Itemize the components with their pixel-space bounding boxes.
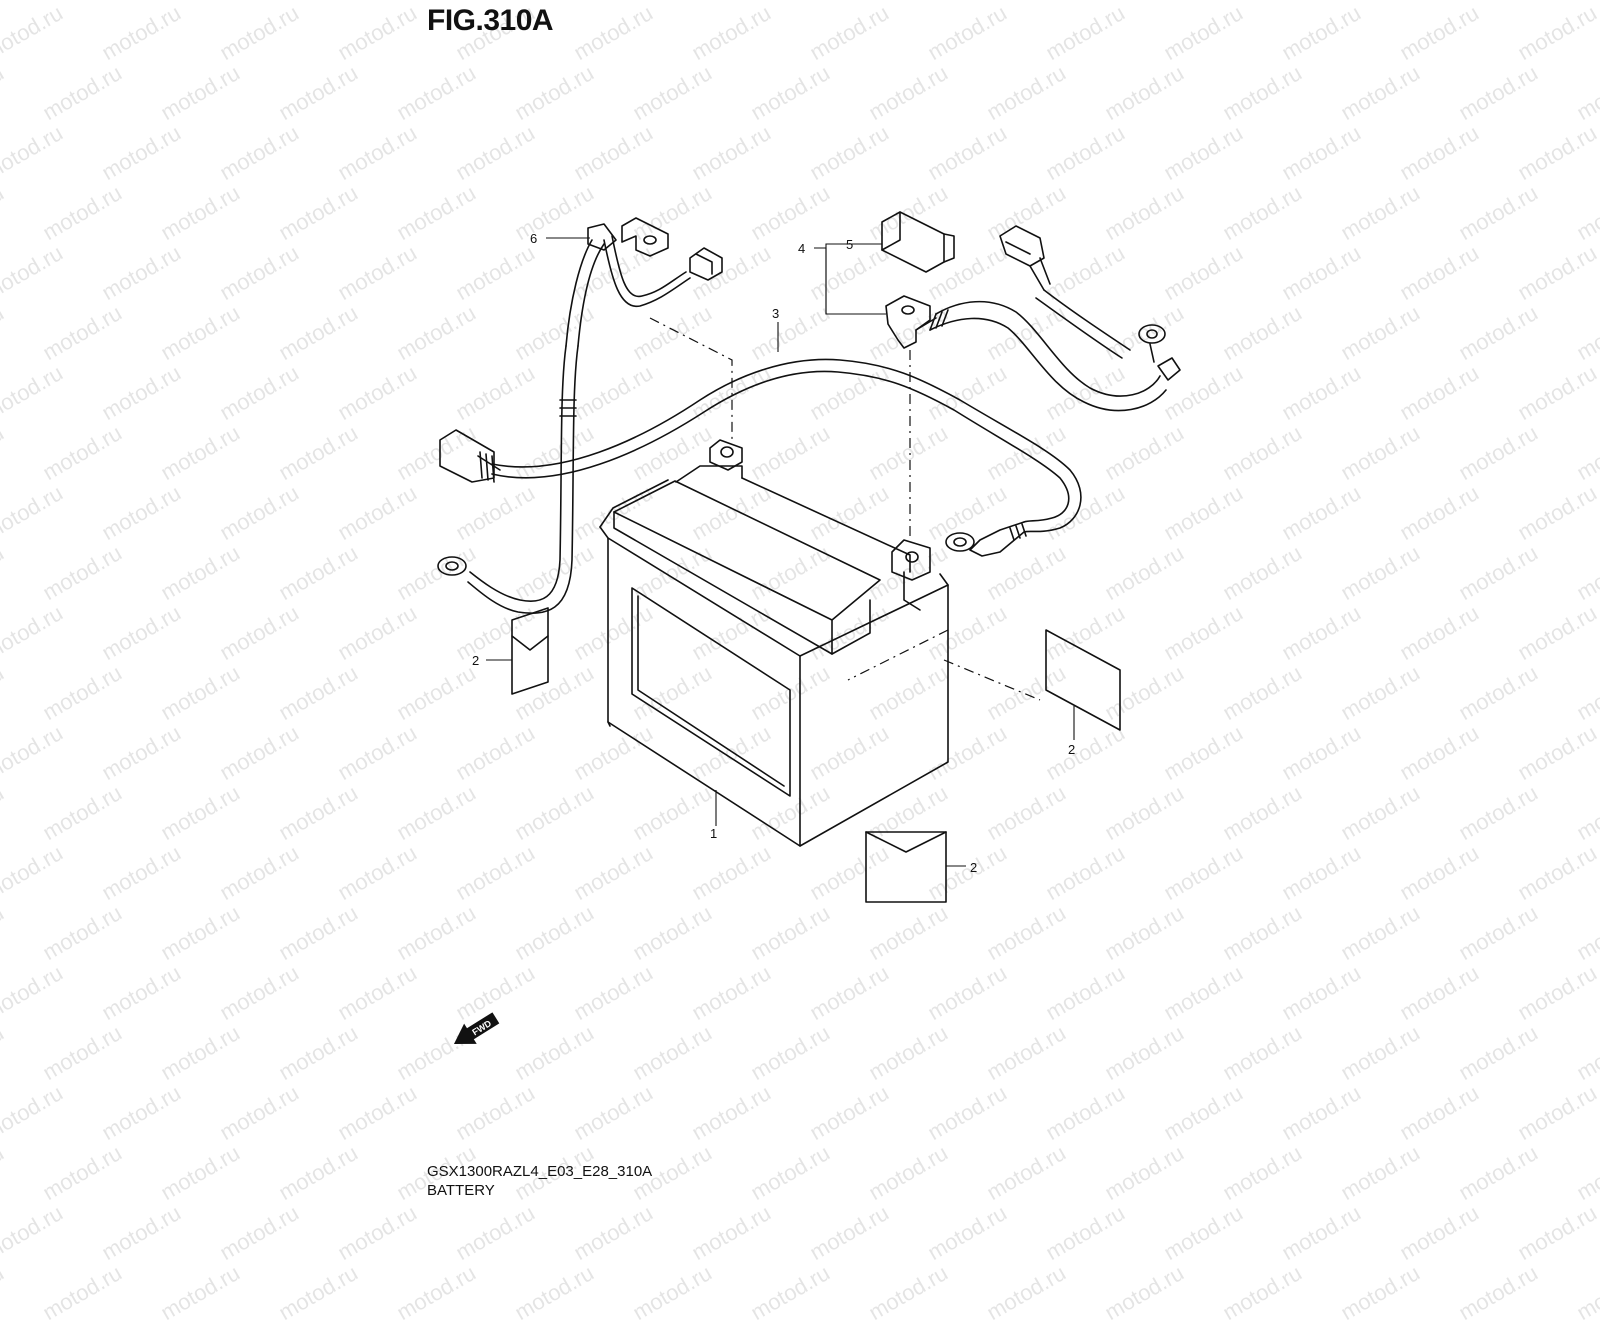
watermark-text: motod.ru	[274, 1260, 363, 1326]
watermark-text: motod.ru	[982, 1260, 1071, 1326]
watermark-text: motod.ru	[569, 1200, 658, 1266]
watermark-text: motod.ru	[156, 1260, 245, 1326]
watermark-text: motod.ru	[392, 1260, 481, 1326]
watermark-text: motod.ru	[38, 1260, 127, 1326]
watermark-text: motod.ru	[1277, 1200, 1366, 1266]
callout-5: 5	[846, 237, 853, 252]
callout-6: 6	[530, 231, 537, 246]
callout-1: 1	[710, 826, 717, 841]
cushion-pad-bottom	[865, 831, 947, 903]
watermark-text: motod.ru	[1041, 1200, 1130, 1266]
alignment-line-negative	[649, 317, 733, 440]
terminal-bracket	[885, 295, 937, 349]
positive-cable	[929, 225, 1181, 412]
figure-title: FIG.310A	[427, 4, 554, 37]
battery-exploded-diagram: 1 2 2 2 3 4 5 6 FWD	[437, 211, 1181, 1045]
watermark-text: motod.ru	[805, 1200, 894, 1266]
watermark-text: motod.ru	[864, 1260, 953, 1326]
battery-body	[599, 465, 949, 847]
terminal-cap	[881, 211, 955, 273]
leader-4	[814, 247, 886, 315]
figure-name: BATTERY	[427, 1182, 495, 1199]
alignment-line-pad-battery	[847, 629, 949, 681]
watermark-text: motod.ru	[0, 1260, 9, 1326]
cushion-pad-right	[1045, 629, 1121, 731]
watermark-text: motod.ru	[1513, 1200, 1600, 1266]
watermark-text: motod.ru	[510, 1260, 599, 1326]
battery-terminal-negative	[709, 439, 743, 471]
alignment-line-pad-right	[943, 659, 1041, 701]
watermark-text: motod.ru	[1100, 1260, 1189, 1326]
battery-cable-harness	[439, 358, 1082, 557]
battery-terminal-positive	[891, 539, 931, 611]
watermark-text: motod.ru	[1572, 1260, 1600, 1326]
watermark-text: motod.ru	[215, 1200, 304, 1266]
watermark-text: motod.ru	[923, 1200, 1012, 1266]
callout-3: 3	[772, 306, 779, 321]
watermark-text: motod.ru	[628, 1260, 717, 1326]
callout-2b: 2	[1068, 742, 1075, 757]
watermark-text: motod.ru	[97, 1200, 186, 1266]
callout-2a: 2	[472, 653, 479, 668]
callout-4: 4	[798, 241, 805, 256]
watermark-text: motod.ru	[746, 1260, 835, 1326]
negative-cable	[437, 217, 723, 614]
watermark-text: motod.ru	[1218, 1260, 1307, 1326]
watermark-text: motod.ru	[0, 1200, 68, 1266]
watermark-text: motod.ru	[1159, 1200, 1248, 1266]
watermark-text: motod.ru	[1395, 1200, 1484, 1266]
watermark-text: motod.ru	[333, 1200, 422, 1266]
cushion-pad-left	[511, 607, 549, 695]
callout-2c: 2	[970, 860, 977, 875]
watermark-text: motod.ru	[1336, 1260, 1425, 1326]
watermark-text: motod.ru	[687, 1200, 776, 1266]
watermark-text: motod.ru	[1454, 1260, 1543, 1326]
fwd-arrow-icon: FWD	[453, 1012, 500, 1045]
leader-4-bracket	[825, 243, 860, 314]
watermark-text: motod.ru	[451, 1200, 540, 1266]
figure-model-code: GSX1300RAZL4_E03_E28_310A	[427, 1163, 653, 1180]
